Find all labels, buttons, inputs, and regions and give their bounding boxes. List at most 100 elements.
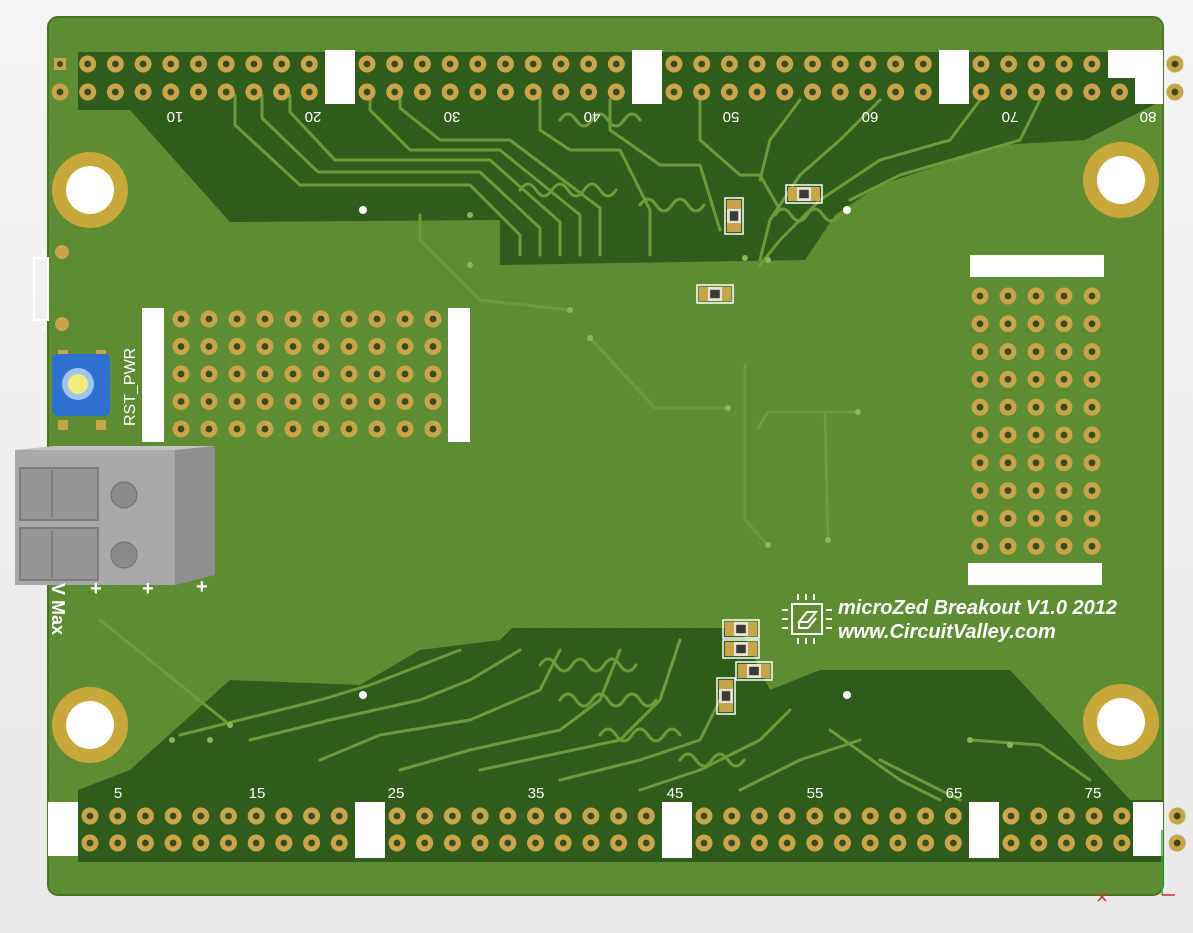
pad (693, 55, 711, 73)
pad (693, 83, 711, 101)
pad (312, 420, 330, 438)
pad (1083, 454, 1101, 472)
pad (79, 83, 97, 101)
pad (312, 310, 330, 328)
trace (288, 93, 562, 257)
pad (580, 55, 598, 73)
pad (228, 420, 246, 438)
smd-resistor (735, 661, 773, 681)
pad (172, 393, 190, 410)
pad (637, 807, 655, 825)
pad (245, 83, 263, 101)
pad (396, 310, 414, 328)
pad (607, 55, 625, 73)
pad (834, 834, 851, 852)
center-pin-grid (172, 310, 442, 438)
pad (162, 55, 180, 73)
via (843, 691, 851, 699)
header-top-number: 20 (305, 108, 322, 125)
header-top-number: 30 (444, 108, 461, 125)
pad (720, 55, 738, 73)
pad (228, 338, 246, 355)
pad (610, 834, 628, 852)
pad (1055, 398, 1073, 416)
pad (972, 55, 990, 73)
pad (300, 55, 318, 73)
pad (228, 310, 246, 328)
trace-via (742, 255, 748, 261)
smd-resistor (785, 184, 823, 204)
pad (217, 55, 235, 73)
trace-via (1007, 742, 1013, 748)
pad (582, 807, 600, 825)
header-separator (632, 50, 662, 104)
pad (1166, 83, 1184, 101)
mounting-hole-icon (52, 687, 128, 763)
pad (1168, 834, 1186, 852)
terminal-block-icon[interactable] (15, 446, 215, 585)
smd-components (696, 184, 823, 715)
pad (1166, 55, 1184, 73)
header-bottom-number: 75 (1085, 785, 1102, 802)
pad (1083, 509, 1101, 527)
pad (1055, 343, 1073, 361)
pad (471, 807, 489, 825)
pad (1027, 537, 1045, 555)
trace-via (855, 409, 861, 415)
pad (665, 83, 683, 101)
pad (340, 338, 358, 355)
pad (109, 807, 127, 825)
trace (538, 93, 652, 257)
pad (499, 807, 517, 825)
header-separator (355, 802, 385, 858)
pad (859, 55, 877, 73)
pad (944, 807, 962, 825)
pad (971, 537, 989, 555)
pad (695, 834, 713, 852)
right-grid-top-bar (970, 255, 1104, 277)
header-separator (325, 50, 355, 104)
button-icon[interactable] (52, 350, 110, 430)
pad (1083, 482, 1101, 500)
pad (106, 83, 124, 101)
pad (247, 834, 265, 852)
pad (582, 834, 600, 852)
trace (743, 363, 770, 547)
pad (200, 310, 218, 328)
header-top-number: 70 (1002, 108, 1019, 125)
trace (98, 618, 232, 727)
pad (999, 343, 1017, 361)
pad (340, 393, 358, 410)
pad (256, 365, 274, 383)
header-bottom-number: 35 (528, 785, 545, 802)
meander-trace (773, 207, 841, 223)
pad (358, 83, 376, 101)
pad (228, 393, 246, 410)
pad (859, 83, 877, 101)
pad (220, 807, 237, 825)
pad (524, 55, 542, 73)
via (359, 691, 367, 699)
trace (588, 336, 730, 410)
pad (312, 393, 330, 410)
trace (233, 93, 522, 257)
pad (256, 393, 274, 410)
header-separator (662, 802, 692, 858)
pad (971, 370, 989, 388)
pad (1113, 834, 1131, 852)
pad (413, 83, 431, 101)
pad (368, 365, 386, 383)
pad (284, 420, 302, 438)
pad (695, 807, 713, 825)
trace-via (227, 722, 233, 728)
pad (1002, 807, 1020, 825)
pad (1027, 454, 1045, 472)
via (843, 206, 851, 214)
pad (887, 83, 905, 101)
pad (804, 55, 821, 73)
terminal-plus-1: + (90, 578, 102, 600)
header-separator (939, 50, 969, 104)
mid-grid-left-bar (142, 308, 164, 442)
pad (247, 807, 265, 825)
